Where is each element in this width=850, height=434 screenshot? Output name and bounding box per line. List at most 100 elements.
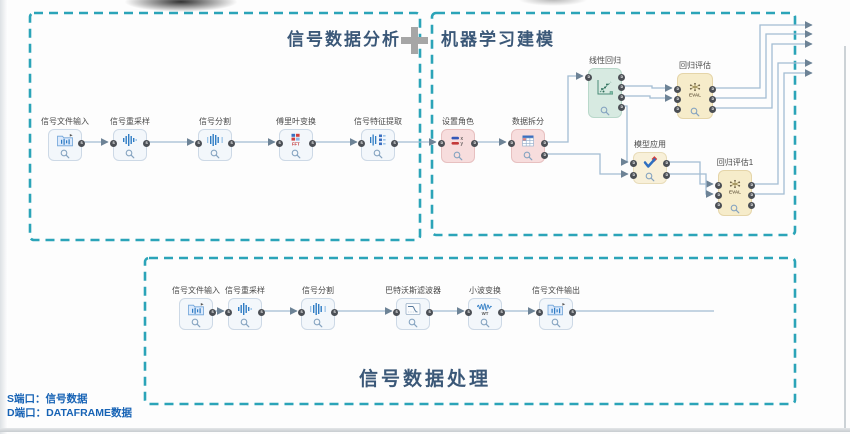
magnifier-icon[interactable] — [280, 149, 312, 159]
input-port[interactable]: D — [630, 159, 637, 167]
magnifier-icon[interactable] — [180, 318, 212, 328]
output-port[interactable]: S — [209, 308, 216, 316]
input-port[interactable]: S — [358, 139, 365, 147]
output-port[interactable]: S — [258, 308, 265, 316]
magnifier-icon[interactable] — [229, 318, 261, 328]
input-port[interactable]: S — [276, 139, 283, 147]
magnifier-icon[interactable] — [540, 318, 572, 328]
input-port[interactable]: D — [715, 191, 722, 199]
output-port[interactable]: D — [618, 73, 625, 81]
output-port[interactable]: D — [663, 159, 670, 167]
output-port[interactable]: S — [78, 139, 85, 147]
magnifier-icon[interactable] — [512, 151, 544, 161]
input-port[interactable]: D — [715, 181, 722, 189]
magnifier-icon[interactable] — [397, 318, 429, 328]
magnifier-icon[interactable] — [114, 149, 146, 159]
input-port[interactable]: D — [630, 171, 637, 179]
input-port[interactable]: S — [110, 139, 117, 147]
output-port[interactable]: D — [471, 139, 478, 147]
input-port[interactable]: S — [195, 139, 202, 147]
output-port[interactable]: D — [748, 201, 755, 209]
magnifier-icon[interactable] — [442, 151, 474, 161]
svg-text:WT: WT — [482, 311, 489, 316]
input-port[interactable]: D — [674, 105, 681, 113]
input-port[interactable]: D — [715, 201, 722, 209]
output-port[interactable]: D — [709, 85, 716, 93]
output-port[interactable]: D — [748, 181, 755, 189]
magnifier-icon[interactable] — [469, 318, 501, 328]
magnifier-icon[interactable] — [634, 172, 666, 182]
output-port[interactable]: D — [709, 105, 716, 113]
input-port[interactable]: D — [438, 139, 445, 147]
output-port[interactable]: S — [143, 139, 150, 147]
input-port[interactable]: S — [465, 308, 472, 316]
node-body[interactable]: S — [48, 129, 85, 161]
output-port[interactable]: D — [618, 83, 625, 91]
output-port[interactable]: D — [541, 151, 548, 159]
output-port[interactable]: S — [426, 308, 433, 316]
output-port[interactable]: S — [498, 308, 505, 316]
magnifier-icon[interactable] — [719, 204, 751, 214]
output-port[interactable]: D — [663, 171, 670, 179]
output-port[interactable]: D — [748, 191, 755, 199]
input-port[interactable]: D — [674, 95, 681, 103]
input-port[interactable]: S — [536, 308, 543, 316]
magnifier-icon[interactable] — [362, 149, 394, 159]
magnifier-icon[interactable] — [199, 149, 231, 159]
input-port[interactable]: S — [298, 308, 305, 316]
input-port[interactable]: S — [225, 308, 232, 316]
node-body[interactable]: S — [179, 298, 216, 330]
node-body[interactable]: WT S S — [465, 298, 505, 330]
output-port[interactable]: D — [709, 95, 716, 103]
output-port[interactable]: S — [309, 139, 316, 147]
magnifier-icon[interactable] — [589, 106, 621, 116]
output-port[interactable]: S — [391, 139, 398, 147]
magnifier-icon[interactable] — [678, 107, 712, 117]
magnifier-icon[interactable] — [302, 318, 334, 328]
input-port[interactable]: D — [585, 73, 592, 81]
svg-text:EVAL: EVAL — [729, 190, 741, 195]
output-port[interactable]: S — [228, 139, 235, 147]
output-port[interactable]: S — [331, 308, 338, 316]
output-port[interactable]: D — [618, 103, 625, 111]
input-port[interactable]: D — [508, 139, 515, 147]
magnifier-icon[interactable] — [49, 149, 81, 159]
output-port[interactable]: S — [569, 308, 576, 316]
input-port[interactable]: S — [393, 308, 400, 316]
output-port[interactable]: D — [618, 93, 625, 101]
page-right-edge — [844, 46, 846, 428]
output-port[interactable]: D — [541, 139, 548, 147]
input-port[interactable]: D — [674, 85, 681, 93]
